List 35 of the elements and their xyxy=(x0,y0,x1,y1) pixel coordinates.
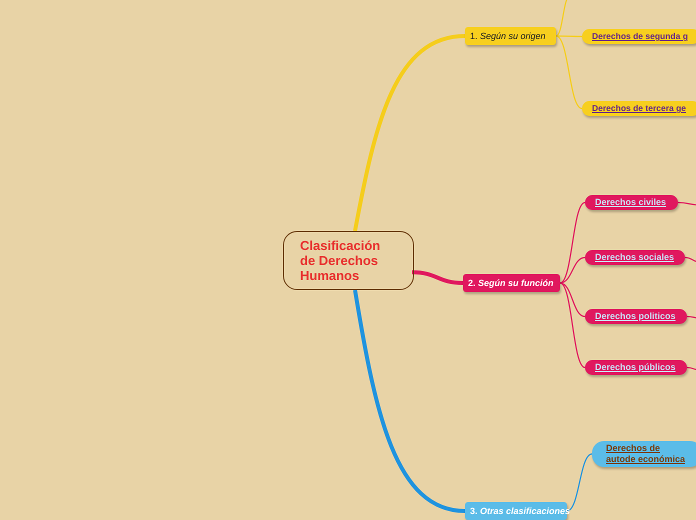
subtopic-box xyxy=(585,195,678,210)
link-text: Derechos de segunda g xyxy=(592,31,688,42)
link-text: Derechos de tercera ge xyxy=(592,103,686,114)
branch-line xyxy=(684,256,696,263)
branch-line xyxy=(686,366,696,371)
branch-line xyxy=(560,282,586,368)
branch-line xyxy=(353,34,466,232)
link-text: Derechos sociales xyxy=(595,252,674,263)
topic-label: 2. Según su función xyxy=(468,278,554,288)
link-text: Derechos de autode económica xyxy=(606,443,686,465)
topic-box xyxy=(283,231,414,290)
topic-box xyxy=(465,27,556,45)
subtopic-box xyxy=(585,250,685,265)
branch-line xyxy=(566,453,592,512)
subtopic-box xyxy=(582,29,696,44)
branch-line xyxy=(556,35,582,38)
branch-line xyxy=(353,290,466,513)
subtopic-box xyxy=(585,309,687,324)
branch-line xyxy=(560,282,586,318)
topic-box xyxy=(463,274,560,292)
branch-line xyxy=(560,256,586,284)
branch-line xyxy=(560,202,586,284)
branch-line xyxy=(412,270,464,285)
subtopic-box xyxy=(592,441,696,467)
subtopic-box xyxy=(582,101,696,116)
branch-line xyxy=(556,35,582,110)
topic-label: 1. Según su origen xyxy=(470,30,546,42)
branch-line xyxy=(678,202,696,206)
topic-label: Clasificación de Derechos Humanos xyxy=(300,238,382,283)
subtopic-box xyxy=(585,360,687,375)
link-text: Derechos civiles xyxy=(595,197,666,208)
topic-label: 3. Otras clasificaciones xyxy=(470,506,570,516)
link-text: Derechos politicos xyxy=(595,311,676,322)
branch-line xyxy=(686,316,696,319)
link-text: Derechos públicos xyxy=(595,362,676,373)
